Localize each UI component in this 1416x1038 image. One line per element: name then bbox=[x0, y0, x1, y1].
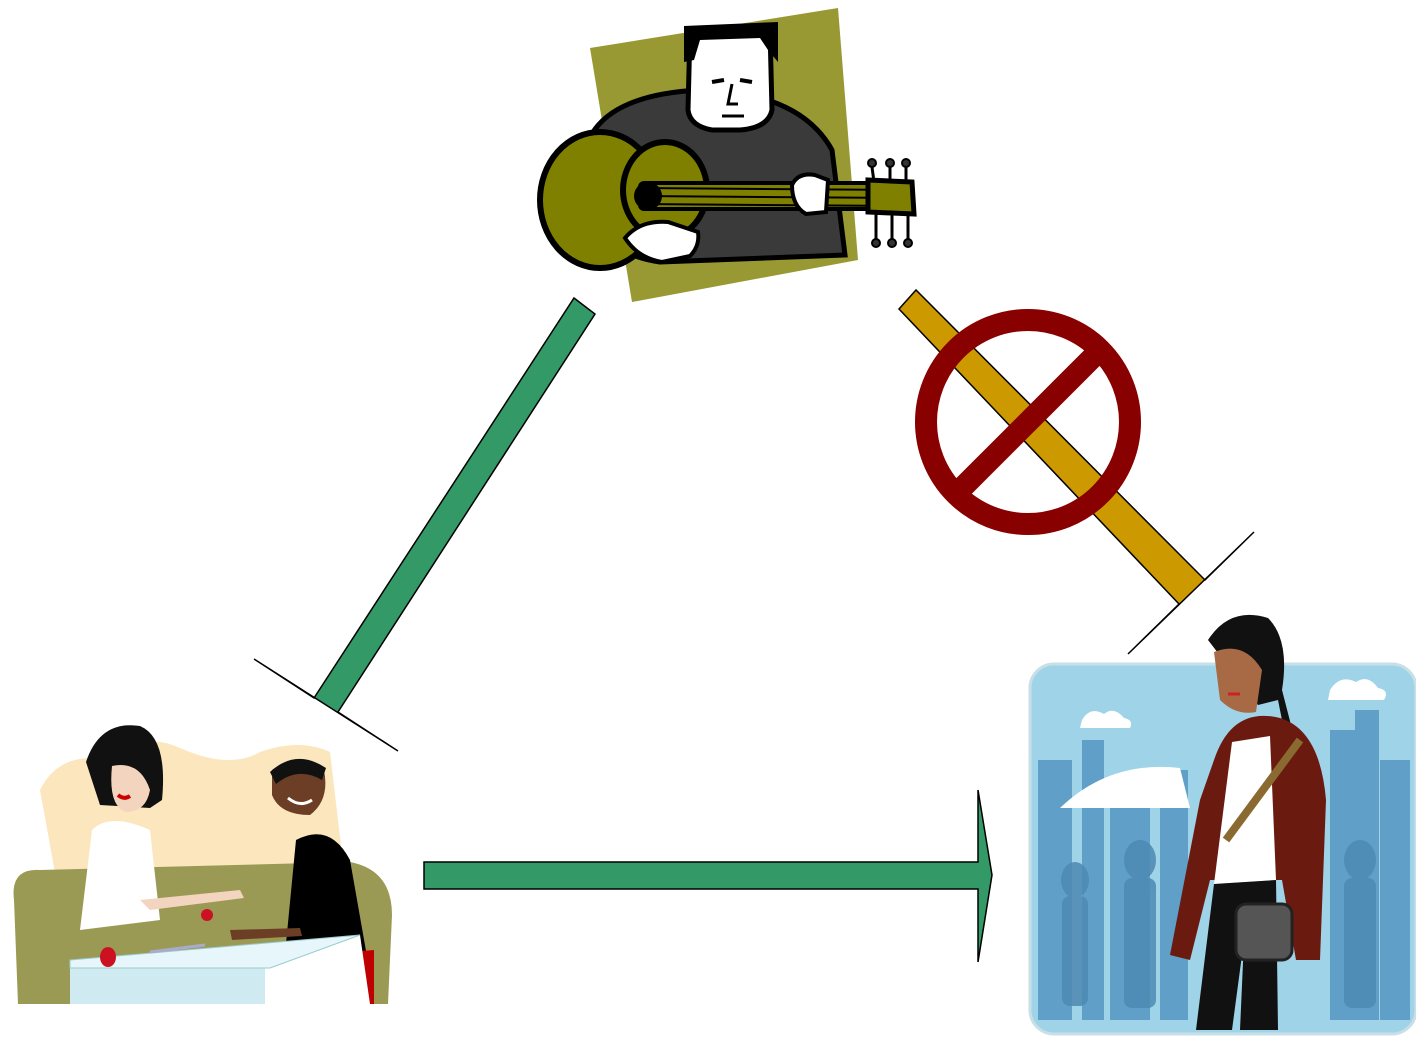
arrow-icon bbox=[424, 790, 992, 962]
nail-salon-friends-icon bbox=[14, 725, 392, 1004]
fretting-hand bbox=[792, 174, 828, 214]
prohibition-icon bbox=[926, 320, 1130, 524]
city-walker-woman-icon bbox=[1030, 615, 1416, 1034]
arrow-icon bbox=[254, 298, 595, 751]
guitar-player-icon bbox=[540, 8, 914, 302]
